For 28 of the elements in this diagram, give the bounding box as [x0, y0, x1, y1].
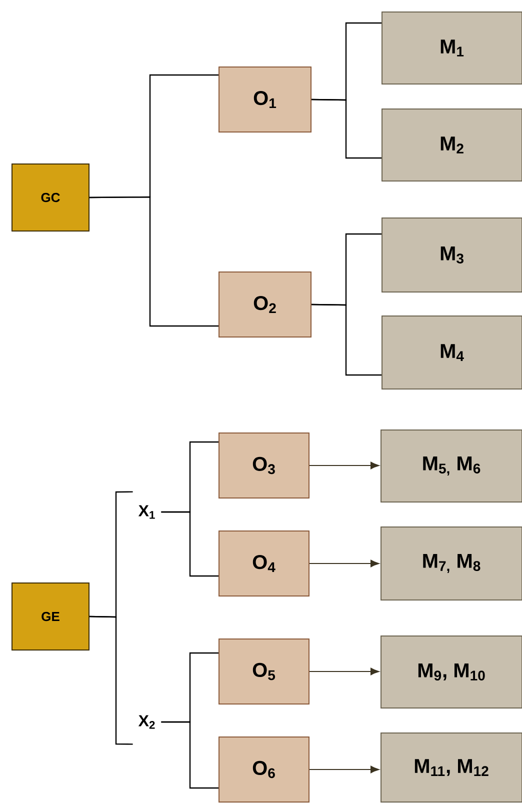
option-box: O$_{6}$: [218, 736, 310, 802]
result-box: M$_{1}$: [382, 12, 522, 84]
category-box: GE: [12, 582, 90, 650]
result-box: M$_{11}$, M$_{12}$: [380, 732, 522, 802]
option-box: O$_{2}$: [218, 272, 312, 338]
arrow: [309, 560, 380, 568]
bracket-connector: [312, 304, 382, 376]
result-box: M$_{7,}$ M$_{8}$: [380, 526, 522, 600]
option-box: O$_{3}$: [218, 432, 310, 498]
option-box: O$_{4}$: [218, 530, 310, 596]
bracket-connector: [161, 721, 218, 789]
arrow: [309, 462, 380, 470]
result-box: M$_{4}$: [382, 316, 522, 390]
bracket-connector: [90, 196, 218, 327]
result-box: M$_{5,}$ M$_{6}$: [380, 430, 522, 502]
result-box: M$_{2}$: [382, 108, 522, 182]
arrow: [309, 766, 380, 774]
bracket-connector: [89, 616, 133, 745]
result-box: M$_{9}$, M$_{10}$: [380, 636, 522, 708]
branch-label: X$_{2}$: [138, 715, 155, 729]
option-box: O$_{1}$: [218, 66, 312, 132]
branch-label: X$_{1}$: [138, 505, 155, 519]
option-box: O$_{5}$: [218, 638, 310, 704]
bracket-connector: [312, 98, 382, 159]
category-box: GC: [12, 164, 90, 232]
bracket-connector: [161, 511, 218, 577]
result-box: M$_{3}$: [382, 218, 522, 292]
arrow: [309, 668, 380, 676]
